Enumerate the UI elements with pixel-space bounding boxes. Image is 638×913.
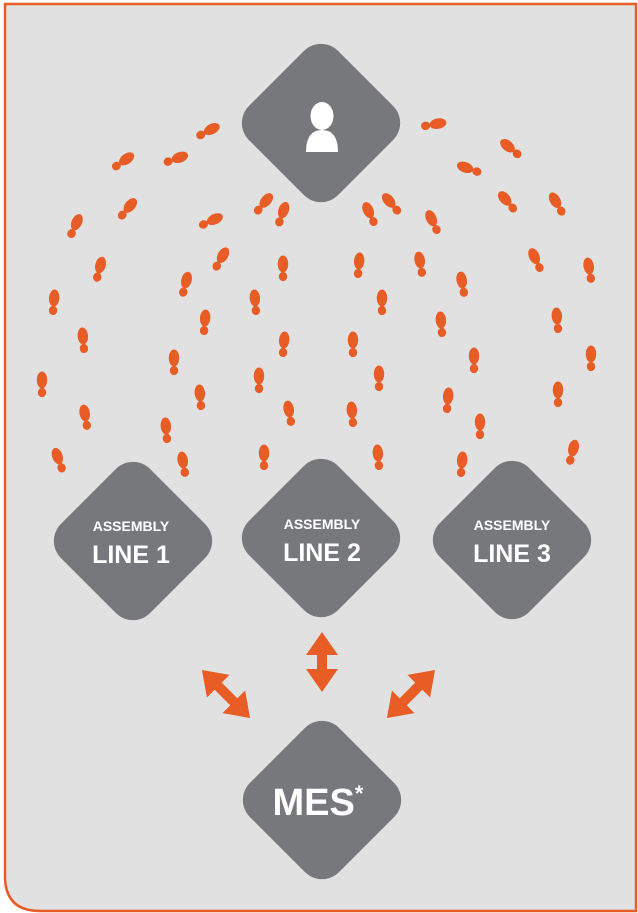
assembly-line-2-small-label: ASSEMBLY [284, 516, 361, 532]
assembly-line-1-big-label: LINE 1 [92, 541, 170, 569]
mes-label: MES* [273, 781, 364, 824]
footprint [374, 366, 384, 392]
footprint [469, 348, 479, 374]
footprint [553, 382, 563, 408]
mes-label-text: MES [273, 782, 355, 824]
footprint [377, 290, 387, 316]
footprint [278, 256, 288, 282]
footprint [259, 445, 269, 471]
assembly-line-3-big-label: LINE 3 [473, 540, 551, 568]
footprint [254, 368, 264, 394]
assembly-line-3-small-label: ASSEMBLY [474, 517, 551, 533]
footprint [348, 332, 358, 358]
footprint [169, 350, 179, 376]
footprint [37, 372, 47, 398]
assembly-line-1-small-label: ASSEMBLY [93, 518, 170, 534]
mes-label-asterisk: * [355, 781, 364, 806]
footprint [586, 346, 596, 372]
assembly-line-2-big-label: LINE 2 [283, 539, 361, 567]
footprint [475, 414, 485, 440]
